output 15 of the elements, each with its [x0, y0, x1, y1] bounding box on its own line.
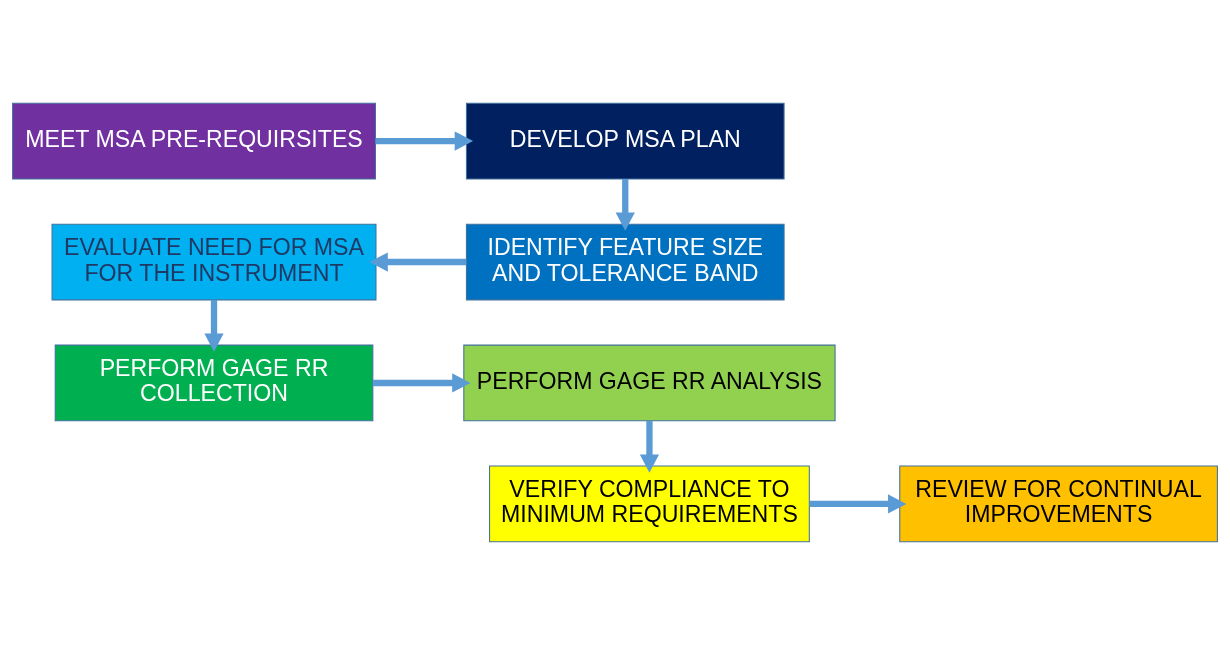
- arrow: [809, 494, 907, 514]
- arrow: [375, 131, 474, 151]
- arrow: [615, 179, 635, 231]
- node-box: EVALUATE NEED FOR MSA FOR THE INSTRUMENT: [51, 223, 377, 301]
- arrow: [369, 252, 467, 272]
- node-box: VERIFY COMPLIANCE TO MINIMUM REQUIREMENTS: [489, 465, 810, 543]
- arrow: [204, 300, 224, 352]
- arrow: [639, 421, 660, 473]
- node-box: IDENTIFY FEATURE SIZE AND TOLERANCE BAND: [465, 223, 785, 301]
- node-box: MEET MSA PRE-REQUIRSITES: [12, 102, 376, 180]
- node-box: PERFORM GAGE RR ANALYSIS: [463, 344, 836, 422]
- arrow: [373, 373, 471, 393]
- node-box: REVIEW FOR CONTINUAL IMPROVEMENTS: [899, 465, 1218, 543]
- node-box: DEVELOP MSA PLAN: [465, 102, 785, 180]
- node-box: PERFORM GAGE RR COLLECTION: [54, 344, 374, 422]
